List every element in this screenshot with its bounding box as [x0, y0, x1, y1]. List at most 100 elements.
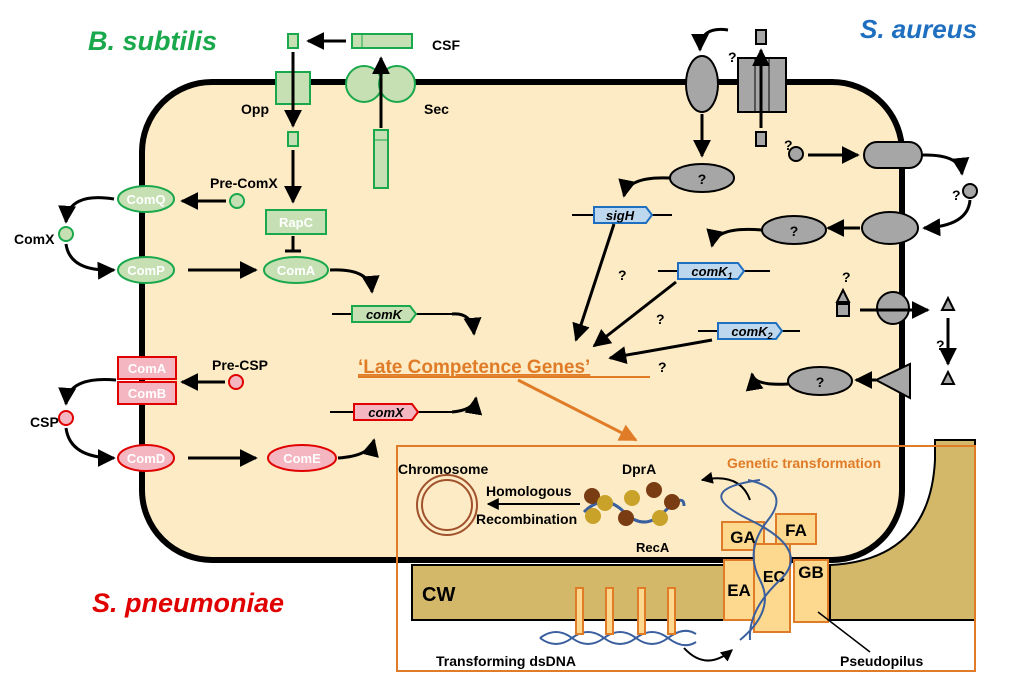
sau-receptor-top [685, 55, 719, 113]
sau-receptor-cone [873, 362, 911, 400]
arrow-comk1-late [592, 280, 677, 348]
sau-small-signal [788, 146, 804, 162]
arrow-coma-comk [329, 268, 380, 294]
pseudopilus-pointer [817, 611, 871, 653]
chromosome-outer [416, 474, 478, 536]
comb-protein [117, 381, 177, 405]
sau-unknown-3 [787, 366, 853, 396]
comp-label: ComP [127, 263, 165, 278]
label-homologous: Homologous [486, 483, 572, 499]
sec-channel-right [378, 65, 416, 103]
arrow-csp-comd [64, 427, 116, 467]
dpra-2 [618, 510, 634, 526]
organism-saureus: S. aureus [860, 14, 977, 44]
comd-label: ComD [127, 451, 165, 466]
rapc-protein [265, 209, 327, 235]
sau-peptide-in [755, 131, 767, 147]
sau-q-top: ? [728, 49, 737, 65]
bsub-coma-label: ComA [277, 263, 316, 278]
label-transforming-dsdna: Transforming dsDNA [436, 653, 576, 669]
label-cw: CW [422, 584, 455, 606]
sau-unknown-1-q: ? [698, 171, 707, 187]
arrow-ssdna-in [700, 471, 751, 501]
pilus-3 [637, 587, 646, 635]
sau-q-right: ? [952, 187, 961, 203]
box-gb [793, 559, 829, 623]
comk2-gene-box [717, 322, 784, 340]
arrow-comq-export [58, 196, 115, 224]
label-pseudopilus: Pseudopilus [840, 653, 923, 669]
label-csf: CSF [432, 37, 460, 53]
q-comk1-late: ? [656, 311, 665, 327]
label-fa: FA [785, 521, 807, 540]
sau-triangle-outer-bottom [940, 369, 956, 385]
pilus-2 [605, 587, 614, 635]
label-reca: RecA [636, 540, 670, 555]
arrow-unknown3-out [745, 372, 789, 392]
pre-csp-peptide [228, 374, 244, 390]
sau-square-inner [836, 303, 850, 317]
transformation-panel [396, 445, 976, 672]
box-fa [775, 513, 817, 545]
arrow-comx-comp [64, 243, 116, 280]
comq-protein [117, 185, 175, 213]
sau-receptor-mid [861, 211, 919, 245]
pilus-4 [667, 587, 676, 635]
comq-label: ComQ [127, 192, 166, 207]
dpra-3 [646, 482, 662, 498]
cell-wall [411, 564, 736, 621]
sau-q-triangle-right: ? [936, 337, 945, 353]
label-recombination: Recombination [476, 511, 577, 527]
box-ea [723, 559, 755, 621]
spn-coma-label: ComA [128, 361, 167, 376]
organism-spneumoniae: S. pneumoniae [92, 588, 284, 618]
label-chromosome: Chromosome [398, 461, 488, 477]
comx-peptide [58, 226, 74, 242]
reca-4 [652, 510, 668, 526]
label-ea: EA [727, 581, 751, 600]
late-competence-genes: ‘Late Competence Genes’ [358, 357, 590, 378]
dna-helix-pilus-b [720, 479, 792, 641]
arrow-come-out [337, 438, 379, 460]
arrow-sau-comk1 [706, 227, 763, 248]
label-csp: CSP [30, 414, 59, 430]
label-ec: EC [763, 569, 786, 586]
csp-peptide [58, 410, 74, 426]
comd-protein [117, 444, 175, 472]
comp-protein [117, 256, 175, 284]
comk1-gene-label: comK1 [691, 264, 732, 281]
label-pre-csp: Pre-CSP [212, 357, 268, 373]
sau-right-signal [962, 183, 978, 199]
bsub-coma-protein [263, 256, 329, 284]
pilus-1 [575, 587, 584, 635]
label-dpra: DprA [622, 461, 656, 477]
csf-peptide-long [351, 33, 413, 49]
sec-channel-left [345, 65, 383, 103]
arrow-receptor-out [921, 153, 970, 176]
arrow-comk2-late [608, 338, 713, 365]
label-gb: GB [798, 563, 824, 582]
pre-comx-peptide [229, 193, 245, 209]
comb-label: ComB [128, 386, 166, 401]
comk2-gene-label: comK2 [731, 324, 772, 341]
sau-receptor-right [863, 141, 923, 169]
comx-gene-box [353, 403, 420, 421]
sau-triangle-inner [835, 287, 851, 303]
arrow-right-signal-back [922, 199, 972, 237]
sigh-gene-box [593, 206, 654, 224]
dsdna-strand-b [539, 631, 697, 647]
organism-bsubtilis: B. subtilis [88, 26, 217, 56]
reca-3 [624, 490, 640, 506]
arrow-comk-out [451, 312, 482, 336]
label-ga: GA [730, 528, 756, 547]
sau-peptide-out [755, 29, 767, 45]
sau-unknown-2-q: ? [790, 223, 799, 239]
comk1-gene-box [677, 262, 746, 280]
come-label: ComE [283, 451, 321, 466]
arrow-sau-sigh [618, 176, 671, 198]
arrow-dsdna-uptake [683, 647, 733, 662]
dpra-4 [664, 494, 680, 510]
sau-q-triangle: ? [842, 269, 851, 285]
comk-gene-label: comK [366, 307, 404, 322]
